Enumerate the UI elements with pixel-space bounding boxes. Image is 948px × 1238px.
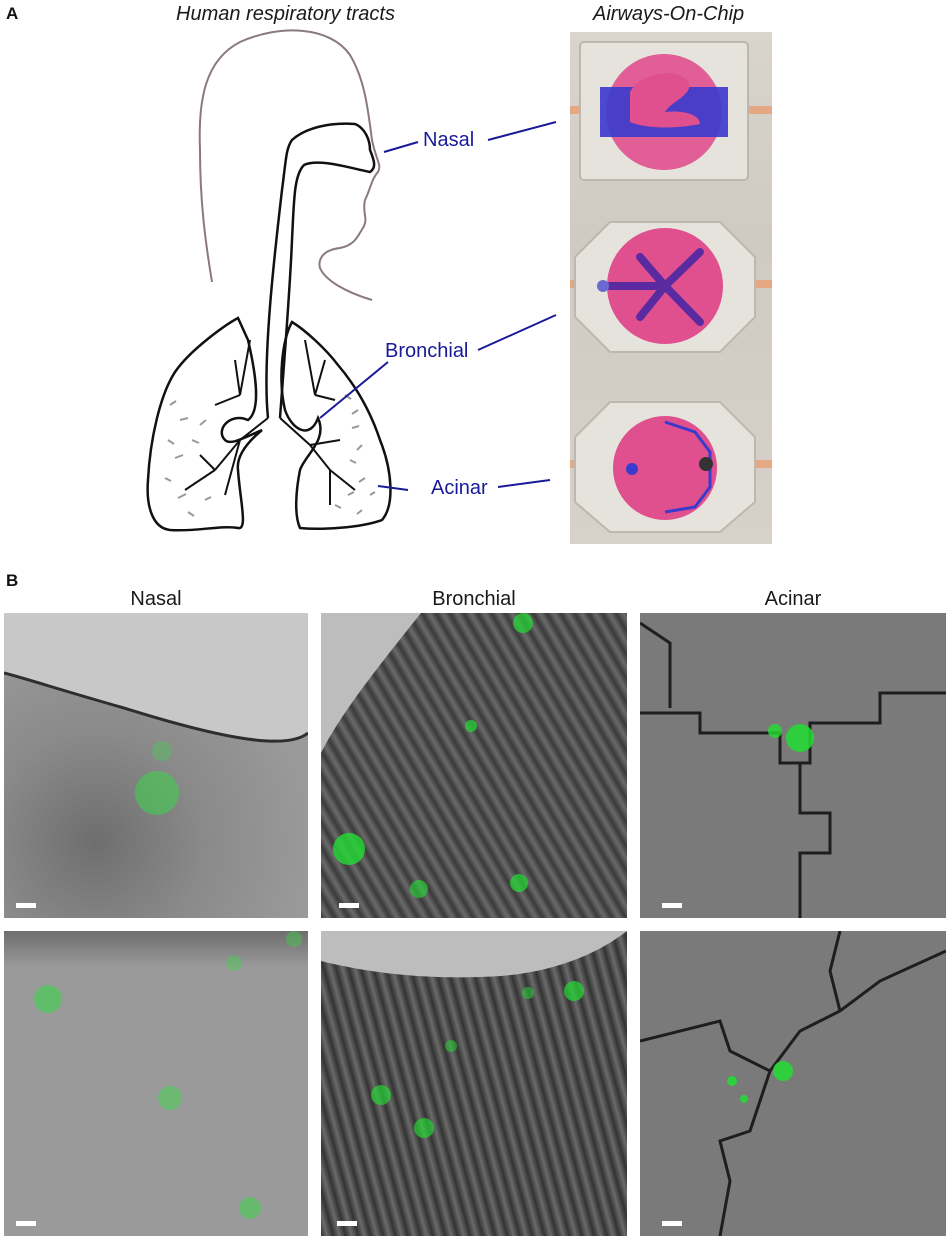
- panel-b-letter: B: [6, 571, 19, 590]
- micrograph-nasal-1: [4, 613, 308, 918]
- bronchial-leader-line: [319, 361, 389, 419]
- label-nasal: Nasal: [423, 129, 475, 151]
- panel-a-letter: A: [6, 4, 19, 23]
- label-to-chip-lines: [477, 121, 557, 488]
- micrograph-nasal-2: [4, 931, 308, 1236]
- micrograph-acinar-2: [640, 931, 946, 1236]
- label-acinar: Acinar: [431, 477, 488, 499]
- col-title-acinar: Acinar: [764, 588, 822, 610]
- airway-outline: [265, 122, 376, 419]
- micrograph-acinar-1: [640, 613, 946, 918]
- micrograph-bronchial-2: [321, 931, 627, 1236]
- bronchial-tree: [184, 339, 356, 505]
- left-lung-outline: [146, 316, 263, 532]
- head-outline: [198, 29, 381, 301]
- micrograph-bronchial-1: [321, 613, 627, 918]
- acinar-chip: [574, 401, 756, 533]
- nasal-chip: [579, 41, 749, 181]
- airways-on-chip-heading: Airways-On-Chip: [593, 3, 745, 25]
- acinar-leader-line: [377, 485, 409, 491]
- airways-on-chip-photo: [570, 32, 772, 544]
- nasal-leader-line: [383, 141, 419, 153]
- bronchial-chip: [574, 221, 756, 353]
- right-lung-outline: [280, 320, 392, 530]
- human-respiratory-heading: Human respiratory tracts: [176, 3, 395, 25]
- col-title-nasal: Nasal: [130, 588, 182, 610]
- respiratory-tract-illustration: [146, 29, 419, 532]
- alveoli-marks: [164, 394, 376, 517]
- label-bronchial: Bronchial: [385, 340, 469, 362]
- col-title-bronchial: Bronchial: [432, 588, 516, 610]
